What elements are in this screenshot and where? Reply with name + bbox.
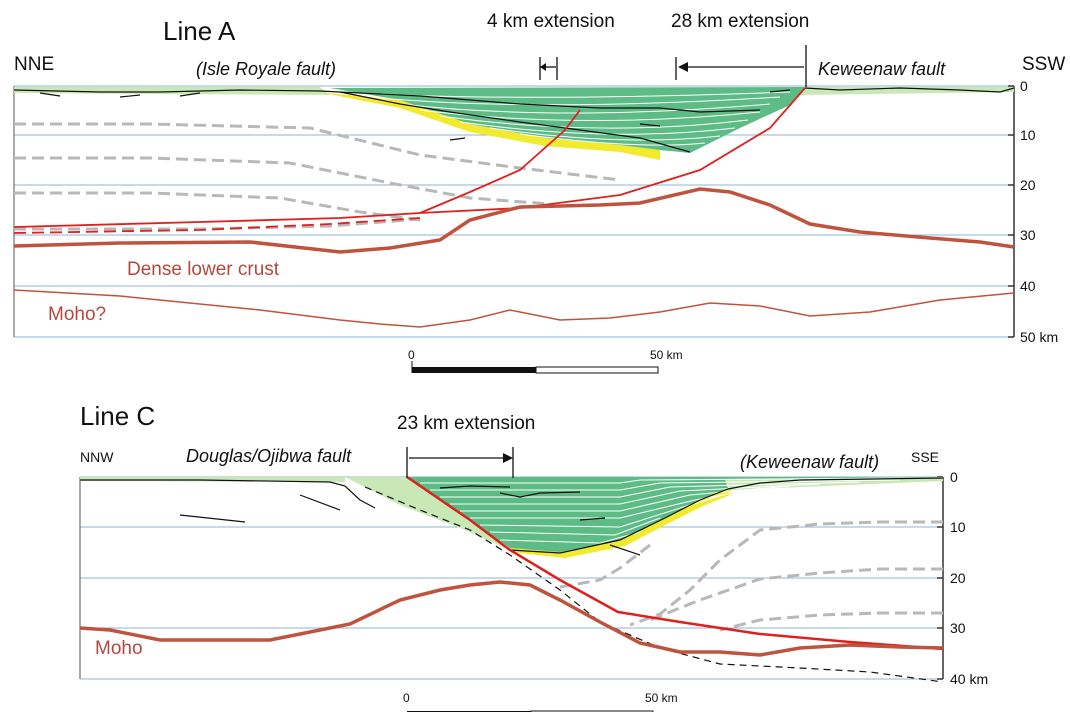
line-a-left-shelf xyxy=(14,87,330,95)
line-a-keweenaw-label: Keweenaw fault xyxy=(818,59,946,79)
line-a-isle-royale-fault xyxy=(419,109,581,214)
line-c-keweenaw-label: (Keweenaw fault) xyxy=(740,452,879,472)
line-a-scale-bar-white xyxy=(535,366,659,374)
line-a-scale-bar-black xyxy=(412,367,536,373)
line-a-large-extension-label: 28 km extension xyxy=(671,11,809,32)
line-a-small-extension-label: 4 km extension xyxy=(487,11,615,32)
line-a-isle-royale-label: (Isle Royale fault) xyxy=(196,59,336,79)
line-c-inferred-structures xyxy=(559,520,943,632)
line-a-tick-50: 50 km xyxy=(1020,329,1058,345)
line-c-arrowhead xyxy=(503,453,513,463)
line-a-scale-end: 50 km xyxy=(650,348,683,362)
line-c-scale-start: 0 xyxy=(403,691,410,705)
line-c-left-direction: NNW xyxy=(80,449,114,465)
line-a-moho-label: Moho? xyxy=(48,304,106,325)
line-a-panel: Line A NNE SSW (Isle Royale fault) Kewee… xyxy=(13,11,1065,374)
line-c-fault-wedge xyxy=(345,477,510,550)
line-a-left-direction: NNE xyxy=(14,54,54,75)
line-a-tick-0: 0 xyxy=(1020,78,1028,94)
line-c-reflectors xyxy=(80,477,944,556)
line-c-moho-label: Moho xyxy=(95,638,143,659)
line-c-douglas-fault xyxy=(406,475,944,651)
line-c-panel: Line C NNW SSE Douglas/Ojibwa fault (Kew… xyxy=(79,401,988,712)
line-c-tick-30: 30 xyxy=(950,620,966,636)
line-a-tick-10: 10 xyxy=(1020,127,1036,143)
line-a-lower-crust-top xyxy=(13,187,1015,254)
line-a-large-arrowhead xyxy=(678,62,688,72)
line-a-tick-30: 30 xyxy=(1020,227,1036,243)
line-c-right-direction: SSE xyxy=(911,449,939,465)
line-a-right-direction: SSW xyxy=(1022,54,1065,75)
line-a-fault-dashed xyxy=(13,217,421,234)
line-a-tick-20: 20 xyxy=(1020,177,1036,193)
line-a-basal-sand xyxy=(318,92,660,160)
line-a-tick-40: 40 xyxy=(1020,278,1036,294)
line-c-extension-arrow xyxy=(406,447,514,478)
line-a-right-shelf xyxy=(790,87,1014,95)
line-a-reflectors xyxy=(13,87,1015,153)
line-a-large-extension-arrow xyxy=(675,45,807,87)
line-a-small-arrowhead xyxy=(540,63,546,71)
line-a-depth-grid xyxy=(14,85,1014,338)
line-c-tick-40: 40 km xyxy=(950,671,988,687)
line-c-tick-10: 10 xyxy=(950,519,966,535)
line-c-moho xyxy=(79,580,944,657)
line-c-extension-label: 23 km extension xyxy=(397,413,535,434)
line-c-scale-end: 50 km xyxy=(645,691,678,705)
line-c-tick-20: 20 xyxy=(950,570,966,586)
line-a-title: Line A xyxy=(163,16,236,46)
line-a-moho xyxy=(13,289,1015,328)
line-a-basin-strata xyxy=(359,91,791,146)
line-c-tick-0: 0 xyxy=(950,469,958,485)
line-c-douglas-label: Douglas/Ojibwa fault xyxy=(186,446,352,466)
line-c-title: Line C xyxy=(80,401,155,431)
line-a-lower-crust-label: Dense lower crust xyxy=(127,259,280,280)
line-a-scale-start: 0 xyxy=(408,348,415,362)
